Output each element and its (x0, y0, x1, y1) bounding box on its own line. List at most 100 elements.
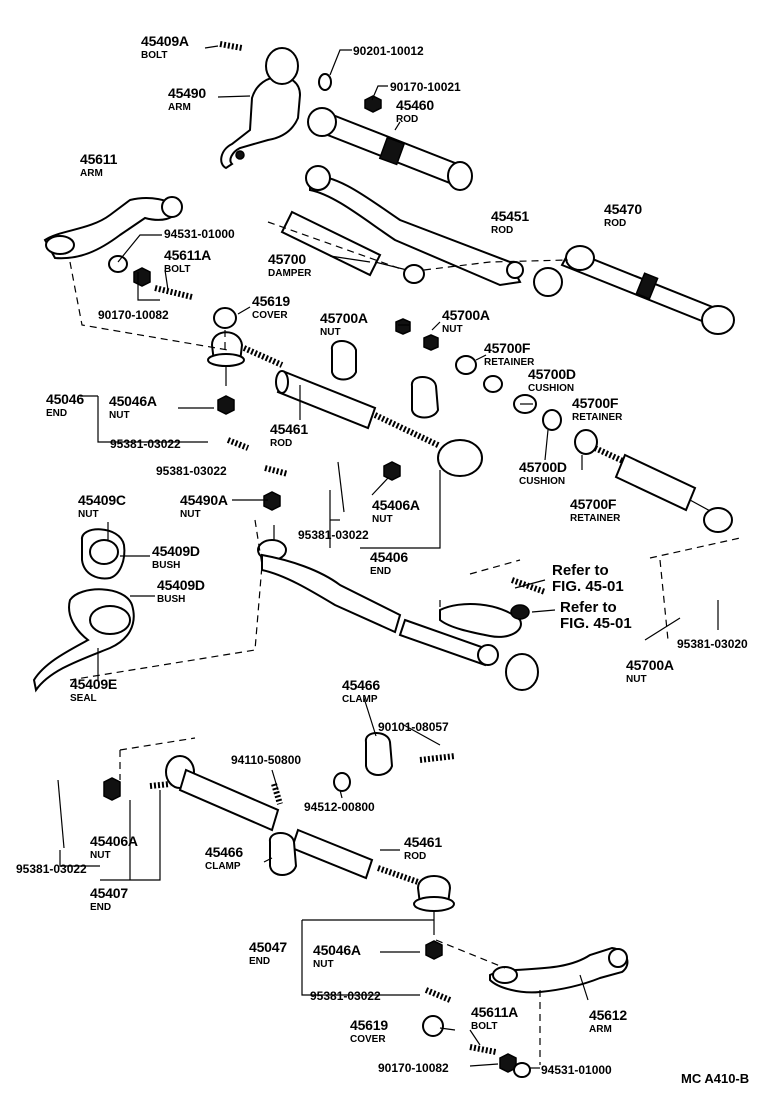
label-45619: 45619 COVER (252, 294, 290, 321)
clamp-upper-2 (410, 376, 440, 419)
tie-rod-end-45046 (207, 331, 284, 386)
part-name: BUSH (152, 560, 181, 571)
part-name: ROD (491, 225, 514, 236)
label-45700f-2: 45700F RETAINER (572, 396, 622, 423)
tie-rod-end-45407 (149, 755, 280, 832)
rod-45460 (307, 107, 473, 191)
part-name: END (90, 902, 112, 913)
part-number: 95381-03022 (16, 862, 87, 876)
bolt-45611a-lower (469, 1044, 497, 1055)
label-45046: 45046 END (46, 392, 84, 419)
label-95381-2: 95381-03022 (156, 463, 227, 479)
label-90201: 90201-10012 (353, 43, 424, 59)
label-45409a: 45409A BOLT (141, 34, 189, 61)
part-number: 45461 (404, 834, 442, 850)
part-name: NUT (313, 959, 334, 970)
part-name: CUSHION (519, 476, 566, 487)
part-number: 45611A (471, 1004, 519, 1020)
label-94110: 94110-50800 (231, 752, 301, 768)
part-name: RETAINER (484, 357, 535, 368)
part-name: DAMPER (268, 268, 312, 279)
nut-45700a-1 (395, 318, 411, 335)
label-45047: 45047 END (249, 940, 287, 967)
part-name: ROD (396, 114, 419, 125)
idler-bracket-45409 (32, 528, 135, 693)
label-90170-10082: 90170-10082 (98, 307, 169, 323)
center-link-plate (439, 603, 522, 638)
part-name: NUT (442, 324, 463, 335)
washer-94531 (108, 255, 128, 273)
part-name: END (249, 956, 271, 967)
label-90170-10082-lower: 90170-10082 (378, 1060, 449, 1076)
part-number: 45046 (46, 391, 84, 407)
clamp-upper (330, 340, 357, 381)
nut-45406a-lower (103, 777, 121, 801)
label-90101: 90101-08057 (378, 719, 449, 735)
part-number: 94531-01000 (541, 1063, 612, 1077)
part-name: SEAL (70, 693, 97, 704)
part-number: 95381-03020 (677, 637, 748, 651)
cotter-pin-45406 (337, 461, 345, 513)
label-45700d-1: 45700D CUSHION (528, 367, 576, 394)
label-45046a: 45046A NUT (109, 394, 157, 421)
label-45490: 45490 ARM (168, 86, 206, 113)
part-number: 45461 (270, 421, 308, 437)
part-name: END (370, 566, 392, 577)
label-45490a: 45490A NUT (180, 493, 228, 520)
part-number: 45406A (372, 497, 420, 513)
bolt-94110 (271, 783, 283, 805)
part-name: CLAMP (342, 694, 378, 705)
part-name: NUT (109, 410, 130, 421)
rod-45470 (560, 245, 735, 335)
rod-thread-lower (377, 865, 419, 885)
retainer-45700f-1 (455, 355, 477, 375)
label-45409d-2: 45409D BUSH (157, 578, 205, 605)
part-number: 94531-01000 (164, 227, 235, 241)
rod-45461-lower (290, 828, 374, 880)
part-number: 45466 (342, 677, 380, 693)
part-number: 45460 (396, 97, 434, 113)
part-number: 95381-03022 (156, 464, 227, 478)
part-name: ROD (270, 438, 293, 449)
label-45700d-2: 45700D CUSHION (519, 460, 567, 487)
relay-rod (257, 525, 539, 691)
label-45461-upper: 45461 ROD (270, 422, 308, 449)
part-number: 45700F (484, 340, 531, 356)
label-95381-1: 95381-03022 (110, 436, 181, 452)
label-45700f-3: 45700F RETAINER (570, 497, 620, 524)
part-number: 45470 (604, 201, 642, 217)
nut-45046a (217, 395, 235, 415)
label-94512: 94512-00800 (304, 799, 375, 815)
reference-note-1: Refer to FIG. 45-01 (552, 562, 624, 595)
nut-refer (510, 604, 530, 620)
label-45466-upper: 45466 CLAMP (342, 678, 380, 705)
part-number: 90170-10082 (98, 308, 169, 322)
label-45612: 45612 ARM (589, 1008, 627, 1035)
cotter-pin-lower (57, 779, 65, 849)
part-number: 90101-08057 (378, 720, 449, 734)
cotter-pin-95381-2 (264, 465, 289, 477)
part-name: NUT (90, 850, 111, 861)
leader-lines (59, 45, 719, 1069)
label-95381-4: 95381-03022 (16, 861, 87, 877)
part-number: 45407 (90, 885, 128, 901)
part-number: 95381-03022 (298, 528, 369, 542)
part-number: 45612 (589, 1007, 627, 1023)
part-name: CUSHION (528, 383, 575, 394)
label-45611: 45611 ARM (80, 152, 117, 179)
part-number: 45409C (78, 492, 126, 508)
clamp-45466-upper (364, 732, 394, 776)
part-number: 45046A (109, 393, 157, 409)
label-45619-lower: 45619 COVER (350, 1018, 388, 1045)
label-45406: 45406 END (370, 550, 408, 577)
part-number: 90170-10021 (390, 80, 461, 94)
label-95381-5: 95381-03022 (310, 988, 381, 1004)
label-45409e: 45409E SEAL (70, 677, 117, 704)
part-number: 45490A (180, 492, 228, 508)
part-number: 45047 (249, 939, 287, 955)
label-45611a: 45611A BOLT (164, 248, 211, 275)
label-45460: 45460 ROD (396, 98, 434, 125)
part-name: ARM (589, 1024, 612, 1035)
part-name: NUT (372, 514, 393, 525)
pitman-arm-45490 (219, 41, 302, 170)
